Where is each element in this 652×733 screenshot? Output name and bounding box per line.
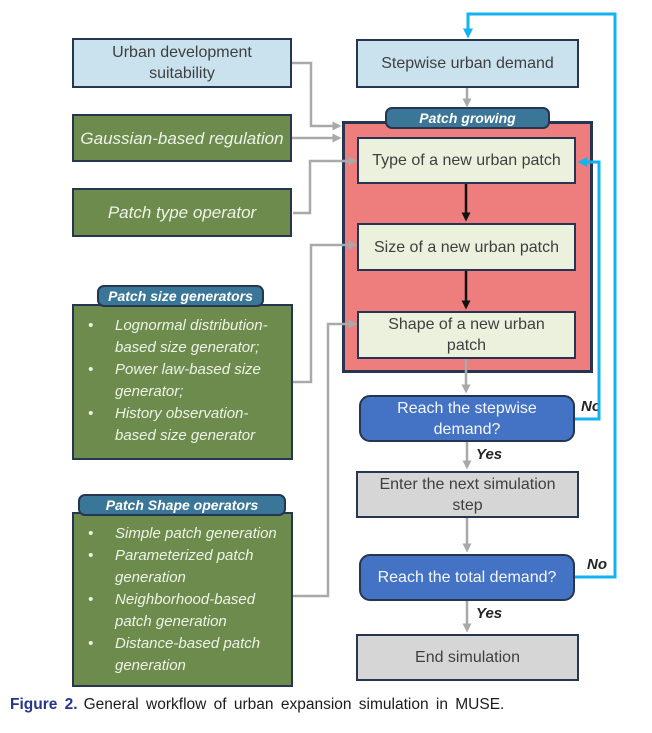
list-item: Distance-based patch generation — [88, 633, 285, 677]
node-urban-development-suitability: Urban development suitability — [72, 38, 292, 88]
edge-patch-type-operator-to-type — [293, 156, 358, 215]
list-item: Power law-based size generator; — [88, 359, 285, 403]
node-label: End simulation — [415, 649, 520, 666]
list-item: Parameterized patch generation — [88, 545, 285, 589]
decision-reach-stepwise-demand: Reach the stepwise demand? — [359, 395, 575, 442]
edge-shape-operators-to-shape — [293, 319, 358, 598]
node-stepwise-urban-demand: Stepwise urban demand — [356, 39, 579, 88]
badge-patch-growing: Patch growing — [385, 107, 550, 129]
node-patch-type-operator: Patch type operator — [72, 188, 292, 237]
list-item: History observation-based size generator — [88, 403, 285, 447]
edge-label-no-total: No — [587, 556, 607, 573]
node-label: Patch type operator — [107, 203, 257, 222]
list-item: Simple patch generation — [88, 523, 285, 545]
node-label: Urban development suitability — [112, 44, 252, 82]
node-label: Stepwise urban demand — [381, 55, 554, 72]
node-label: Reach the stepwise demand? — [397, 399, 537, 438]
edge-suitability-to-patch-growing — [292, 61, 342, 131]
decision-reach-total-demand: Reach the total demand? — [359, 554, 575, 601]
badge-label: Patch Shape operators — [105, 497, 259, 513]
list-item: Neighborhood-based patch generation — [88, 589, 285, 633]
badge-patch-shape-operators: Patch Shape operators — [78, 494, 286, 516]
node-gaussian-based-regulation: Gaussian-based regulation — [72, 114, 292, 162]
list-item: Lognormal distribution-based size genera… — [88, 315, 285, 359]
edge-label-yes-total: Yes — [476, 605, 503, 622]
figure-caption: Figure 2. General workflow of urban expan… — [10, 695, 646, 715]
badge-label: Patch size generators — [108, 288, 253, 304]
node-end-simulation: End simulation — [356, 634, 579, 681]
node-shape-of-new-urban-patch: Shape of a new urban patch — [357, 311, 576, 359]
node-type-of-new-urban-patch: Type of a new urban patch — [357, 137, 576, 184]
figure-caption-text: General workflow of urban expansion simu… — [83, 696, 505, 713]
node-patch-shape-operators-list: Simple patch generation Parameterized pa… — [72, 512, 293, 687]
edge-label-no-stepwise: No — [581, 398, 601, 415]
badge-label: Patch growing — [419, 110, 516, 126]
node-size-of-new-urban-patch: Size of a new urban patch — [357, 223, 576, 271]
node-label: Gaussian-based regulation — [80, 128, 284, 148]
node-label: Enter the next simulation step — [379, 475, 556, 514]
badge-patch-size-generators: Patch size generators — [97, 285, 264, 307]
node-label: Shape of a new urban patch — [388, 316, 545, 354]
node-label: Type of a new urban patch — [372, 152, 561, 169]
node-label: Size of a new urban patch — [373, 238, 559, 256]
size-generator-list: Lognormal distribution-based size genera… — [74, 315, 291, 447]
edge-size-generators-to-size — [293, 240, 358, 384]
node-label: Reach the total demand? — [377, 569, 557, 586]
edge-label-yes-stepwise: Yes — [476, 446, 503, 463]
node-patch-size-generators-list: Lognormal distribution-based size genera… — [72, 304, 293, 460]
node-enter-next-simulation-step: Enter the next simulation step — [356, 471, 579, 518]
shape-operator-list: Simple patch generation Parameterized pa… — [74, 523, 291, 677]
figure-caption-label: Figure 2. — [10, 696, 78, 713]
